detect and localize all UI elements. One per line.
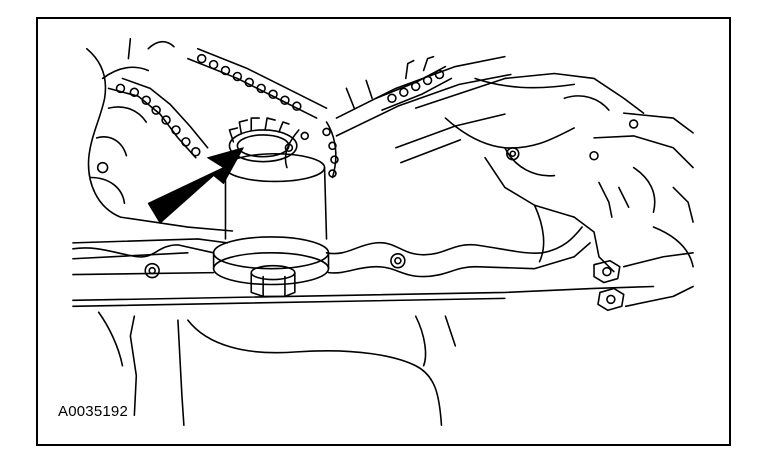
figure-id-label: A0035192 — [58, 403, 129, 420]
crankshaft-sprocket — [228, 117, 298, 163]
engine-block — [72, 38, 694, 273]
timing-chain — [107, 47, 453, 179]
chain-guide — [335, 55, 512, 164]
oil-pan — [72, 285, 655, 426]
figure-frame: A0035192 — [36, 17, 731, 446]
oil-pan-flange — [72, 226, 591, 279]
right-side-bolts — [593, 252, 694, 312]
crankshaft-tool — [212, 152, 330, 298]
engine-timing-illustration — [72, 38, 694, 426]
timing-mark-arrow — [147, 147, 244, 224]
